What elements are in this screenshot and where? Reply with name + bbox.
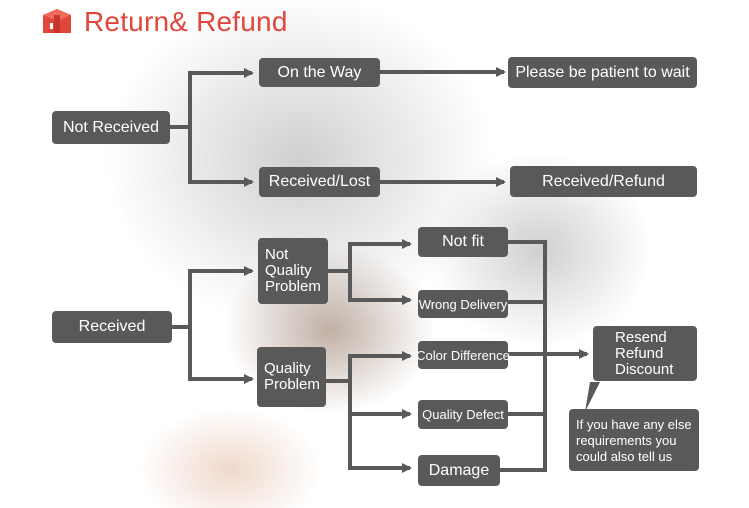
quality-problem-box: Quality Problem [257,347,326,407]
not-quality-problem-box: Not Quality Problem [258,238,328,304]
outcome-refund: Refund [615,344,664,362]
outcome-discount: Discount [615,360,674,378]
quality-defect-box: Quality Defect [418,400,508,429]
color-difference-box: Color Difference [416,341,510,369]
not-fit-box: Not fit [418,227,508,257]
not-quality-line-3: Problem [265,278,321,295]
note-line-2: requirements you [576,433,677,448]
outcome-resend: Resend [615,328,667,346]
resend-refund-discount-box: Resend Refund Discount [593,326,697,381]
not-quality-line-2: Quality [265,262,312,279]
note-line-1: If you have any else [576,417,692,432]
package-icon [43,9,71,33]
title-text: Return& Refund [84,6,288,37]
quality-line-2: Problem [264,376,320,393]
received-box: Received [52,311,172,343]
page-title: Return& Refund [40,2,288,42]
wrong-delivery-box: Wrong Delivery [418,290,508,318]
received-refund-box: Received/Refund [510,166,697,197]
not-received-box: Not Received [52,111,170,144]
note-line-3: could also tell us [576,449,673,464]
on-the-way-box: On the Way [259,58,380,87]
be-patient-box: Please be patient to wait [508,57,697,88]
not-quality-line-1: Not [265,246,289,263]
contact-note: If you have any else requirements you co… [569,409,699,471]
damage-box: Damage [418,455,500,486]
quality-line-1: Quality [264,360,311,377]
received-lost-box: Received/Lost [259,167,380,197]
